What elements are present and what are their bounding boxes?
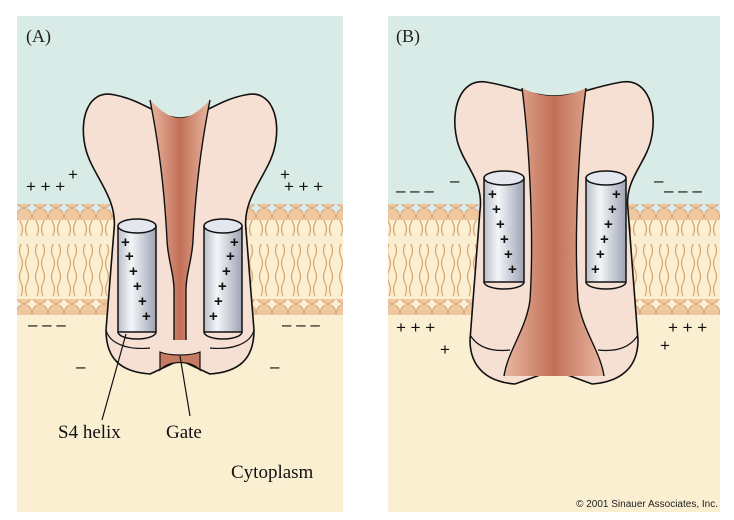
gate-label: Gate [166,422,202,443]
svg-text:+: + [591,261,600,278]
panel-b-top-right-extra: – [654,171,664,190]
panel-a-bottom-left-charges: – – – [28,315,66,334]
panel-a: + + + + + + + + + + + + (A) + + + + + + … [17,16,343,512]
svg-text:+: + [214,293,223,310]
panel-b-label: (B) [396,26,420,47]
panel-b-bottom-right-charges: + + + [668,318,707,337]
panel-a-top-right-charges: + + + [284,177,323,196]
s4-helix-label: S4 helix [58,422,121,443]
svg-text:+: + [209,308,218,325]
panel-a-helix-charges: + + + + + + + + + + + + [121,234,239,325]
svg-text:+: + [604,216,613,233]
svg-text:+: + [230,234,239,251]
panel-b-helix-charges: + + + + + + + + + + + + [488,186,621,278]
panel-a-top-left-extra: + [68,165,78,184]
svg-text:+: + [138,293,147,310]
svg-text:+: + [600,231,609,248]
panel-a-top-right-extra: + [280,165,290,184]
svg-text:+: + [133,278,142,295]
panel-a-s4-helix-right [203,218,243,340]
panel-b-s4-helix-left [483,170,525,290]
panel-a-lower-right-charge: – [270,357,280,376]
svg-text:+: + [142,308,151,325]
s4-helix-leader-line [101,333,127,421]
panel-a-top-left-charges: + + + [26,177,65,196]
panel-a-label: (A) [26,26,51,47]
svg-text:+: + [226,248,235,265]
svg-text:+: + [121,234,130,251]
svg-text:+: + [218,278,227,295]
cytoplasm-label: Cytoplasm [231,462,314,483]
panel-b-lower-left-charge: + [440,340,450,359]
svg-text:+: + [488,186,497,203]
svg-text:+: + [608,201,617,218]
svg-text:+: + [129,263,138,280]
panel-a-s4-helix-left [117,218,157,340]
panel-b-bottom-left-charges: + + + [396,318,435,337]
svg-text:+: + [612,186,621,203]
svg-text:+: + [500,231,509,248]
svg-text:+: + [504,246,513,263]
panel-b-top-right-charges: – – – [664,181,702,200]
panel-b-s4-helix-right [585,170,627,290]
svg-text:+: + [508,261,517,278]
panel-b-channel-protein [454,81,654,385]
svg-text:+: + [222,263,231,280]
panel-b: + + + + + + + + + + + + (B) – – – – – – … [388,16,720,512]
svg-text:+: + [496,216,505,233]
panel-b-top-left-charges: – – – [396,181,434,200]
svg-text:+: + [492,201,501,218]
svg-text:+: + [596,246,605,263]
gate-leader-line [179,355,191,417]
panel-a-gate-shape [159,351,201,372]
panel-a-bottom-right-charges: – – – [282,315,320,334]
panel-a-lower-left-charge: – [76,357,86,376]
copyright-notice: © 2001 Sinauer Associates, Inc. [576,499,718,510]
svg-text:+: + [125,248,134,265]
panel-b-lower-right-charge: + [660,336,670,355]
panel-b-top-left-extra: – [450,171,460,190]
